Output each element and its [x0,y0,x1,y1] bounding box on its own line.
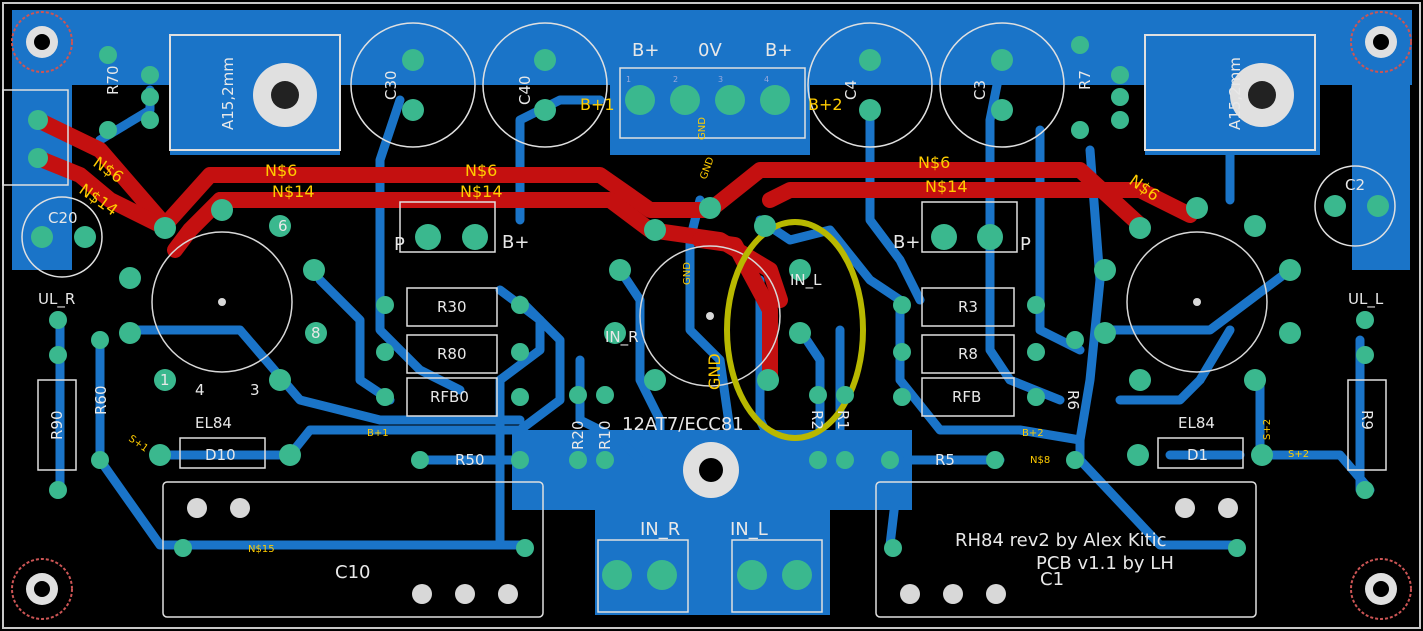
top-traces [30,112,1198,388]
net-n15: N$15 [248,544,275,555]
net-n14-b: N$14 [460,182,503,201]
ref-a152mm-right: A15,2mm [1226,57,1244,130]
ref-c40: C40 [516,75,534,105]
ref-in-l-mid: IN_L [790,271,822,290]
ref-c10: C10 [335,562,370,583]
ref-ul-l: UL_L [1348,290,1384,309]
label-0v: 0V [698,40,722,61]
ref-c20: C20 [48,209,78,227]
ref-r50: R50 [455,451,485,469]
ref-p-right: P [1020,234,1031,255]
ref-r1: R1 [834,410,852,430]
tube-pin-3: 3 [250,381,260,399]
term-pin-1: 1 [626,75,631,84]
ref-rfb: RFB [952,388,981,406]
ref-in-r: IN_R [640,519,680,540]
highlight-ellipse [724,219,866,441]
ref-r7: R7 [1076,70,1094,90]
capacitor-outlines [21,22,1396,278]
ref-r80: R80 [437,345,467,363]
ref-ul-r: UL_R [38,290,75,309]
term-pin-3: 3 [718,75,723,84]
ref-p-left: P [394,234,405,255]
net-s2: S+2 [1262,419,1273,440]
ref-el84-left: EL84 [195,414,232,432]
label-bplus-right: B+ [765,40,792,61]
label-bplus2: B+2 [808,95,843,114]
label-bplus-left: B+ [632,40,659,61]
ref-r10: R10 [596,420,614,450]
ref-a152mm-left: A15,2mm [219,57,237,130]
terminal-screws [187,298,1238,604]
ref-r2: R2 [808,410,826,430]
ref-d10: D10 [205,446,236,464]
net-n8: N$8 [1030,455,1050,466]
ref-r9: R9 [1358,410,1376,430]
net-bp2-a: B+2 [1022,428,1044,439]
ref-r20: R20 [569,420,587,450]
ref-c1: C1 [1040,569,1064,590]
net-s2b: S+2 [1288,449,1309,460]
bottom-copper [12,10,1412,615]
ref-bplus-p-left: B+ [502,232,529,253]
tube-pin-1: 1 [160,371,170,389]
credit-line2: PCB v1.1 by LH [1036,553,1174,574]
ref-in-r-mid: IN_R [605,328,639,347]
tube-sockets [151,231,1268,387]
component-outlines [2,67,1387,618]
ref-c3: C3 [971,80,989,100]
net-n6-b: N$6 [465,161,497,180]
ref-el84-right: EL84 [1178,414,1215,432]
tube-pin-8: 8 [311,324,321,342]
net-n6-c: N$6 [918,153,950,172]
term-pin-4: 4 [764,75,769,84]
tube-pin-4: 4 [195,381,205,399]
mounting-holes [11,11,1412,620]
ref-bplus-p-right: B+ [893,232,920,253]
label-gnd-d: GND [705,353,724,390]
ref-r90: R90 [48,410,66,440]
ref-c2: C2 [1345,176,1365,194]
ref-c4: C4 [842,80,860,100]
potentiometers [169,34,1316,151]
ref-in-l: IN_L [730,519,768,540]
ref-c30: C30 [382,70,400,100]
label-bplus1: B+1 [580,95,615,114]
ref-r6: R6 [1064,390,1082,410]
tube-pin-6: 6 [278,217,288,235]
ref-d1: D1 [1187,446,1208,464]
label-gnd-a: GND [697,117,708,140]
ref-r3: R3 [958,298,978,316]
ref-r60: R60 [92,385,110,415]
ref-ecc81: 12AT7/ECC81 [622,414,744,435]
ref-r30: R30 [437,298,467,316]
ref-r8: R8 [958,345,978,363]
term-pin-2: 2 [673,75,678,84]
label-gnd-c: GND [682,262,693,285]
credit-line1: RH84 rev2 by Alex Kitic [955,530,1167,551]
net-bp1-a: B+1 [367,428,389,439]
net-n6-a: N$6 [265,161,297,180]
ref-rfb0: RFB0 [430,388,469,406]
ref-r5: R5 [935,451,955,469]
ref-r70: R70 [104,65,122,95]
net-n14-a: N$14 [272,182,315,201]
net-n14-c: N$14 [925,177,968,196]
pads [28,36,1389,590]
